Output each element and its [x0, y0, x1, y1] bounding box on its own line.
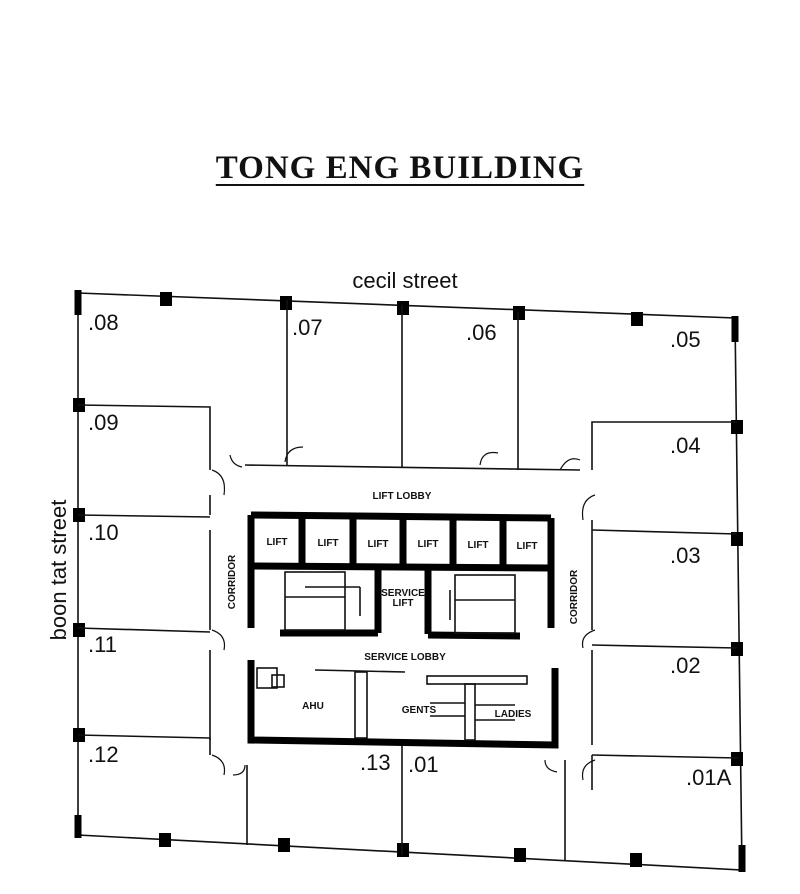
street-label-left: boon tat street — [46, 500, 71, 641]
street-label-top: cecil street — [352, 268, 457, 293]
lift-label: LIFT — [367, 539, 388, 550]
gents-label: GENTS — [402, 705, 437, 716]
lift-label: LIFT — [317, 538, 338, 549]
unit-08: .08 — [88, 310, 119, 335]
unit-02: .02 — [670, 653, 701, 678]
plan-title-text: TONG ENG BUILDING — [215, 150, 585, 186]
ladies-label: LADIES — [495, 709, 532, 720]
columns — [73, 292, 743, 867]
unit-07: .07 — [292, 315, 323, 340]
unit-09: .09 — [88, 410, 119, 435]
lift-lobby-label: LIFT LOBBY — [373, 491, 432, 502]
unit-10: .10 — [88, 520, 119, 545]
unit-partitions — [77, 300, 739, 860]
unit-03: .03 — [670, 543, 701, 568]
building-outline — [77, 292, 743, 871]
doors — [211, 446, 596, 781]
lift-label: LIFT — [516, 541, 537, 552]
plan-title: TONG ENG BUILDING — [0, 150, 800, 187]
lift-label: LIFT — [467, 540, 488, 551]
corridor-label-left: CORRIDOR — [227, 554, 238, 609]
unit-01: .01 — [408, 752, 439, 777]
service-lift-label: LIFT — [392, 598, 413, 609]
service-lift-label: SERVICE — [381, 588, 425, 599]
service-core — [247, 511, 559, 749]
unit-12: .12 — [88, 742, 119, 767]
service-lobby-label: SERVICE LOBBY — [364, 652, 446, 663]
unit-11: .11 — [88, 632, 117, 657]
unit-04: .04 — [670, 433, 701, 458]
lift-label: LIFT — [266, 537, 287, 548]
unit-01a: .01A — [686, 765, 732, 790]
unit-06: .06 — [466, 320, 497, 345]
unit-05: .05 — [670, 327, 701, 352]
lift-label: LIFT — [417, 539, 438, 550]
corridor-label-right: CORRIDOR — [569, 569, 580, 624]
ahu-label: AHU — [302, 701, 324, 712]
unit-13: .13 — [360, 750, 391, 775]
